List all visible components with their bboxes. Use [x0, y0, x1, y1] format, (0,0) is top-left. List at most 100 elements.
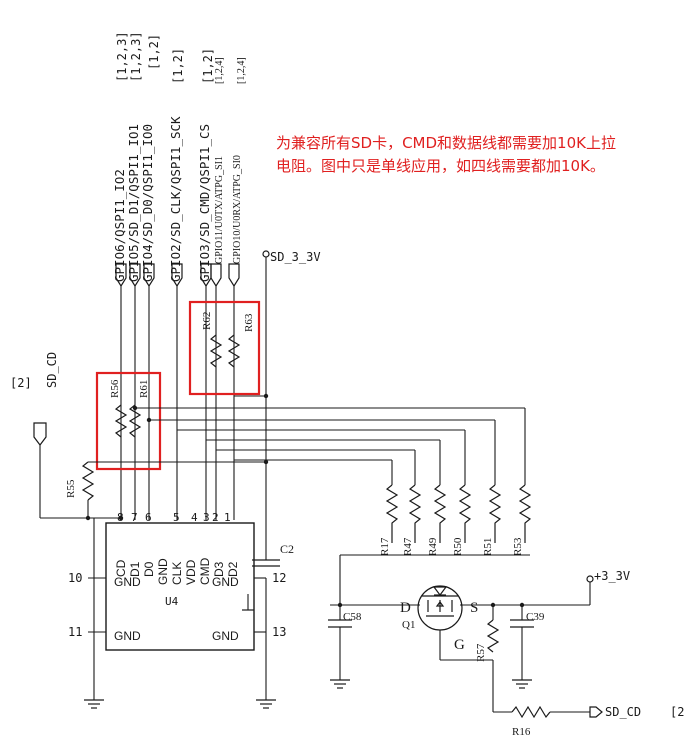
port-gpio6: [115, 263, 127, 288]
net-label-gpio5: GPIO5/SD_D1/QSPI1_IO1: [126, 124, 141, 282]
u4-pin-3: 3: [203, 511, 210, 524]
sd-cd-left-port: [33, 422, 47, 446]
c58-label: C58: [343, 611, 362, 623]
net-labels: GPIO6/QSPI1_IO2 GPIO5/SD_D1/QSPI1_IO1 GP…: [112, 31, 247, 282]
r57-label: R57: [475, 643, 487, 662]
net-label-gpio10: GPIO10/U0RX/ATPG_SI0: [232, 155, 243, 264]
resistor-r61: [128, 404, 142, 438]
c39-label: C39: [526, 611, 545, 623]
port-gpio5: [129, 263, 141, 288]
sd-cd-right-ref: [2: [670, 705, 684, 719]
pullup-resistors: [385, 484, 532, 543]
u4-pin-name-d0: D0: [142, 561, 156, 577]
r17-label: R17: [379, 537, 391, 556]
net-label-gpio6: GPIO6/QSPI1_IO2: [112, 169, 127, 282]
resistor-r56: [114, 404, 128, 438]
u4-pin-11: 11: [68, 625, 82, 639]
annotation-line-2: 电阻。图中只是单线应用，如四线需要都加10K。: [276, 157, 605, 175]
u4-pin-5: 5: [173, 511, 180, 524]
u4-gnd-11: GND: [114, 629, 141, 643]
r50-label: R50: [452, 537, 464, 556]
resistor-r49: [433, 484, 447, 543]
r56-label: R56: [109, 379, 121, 398]
u4-gnd-13: GND: [212, 629, 239, 643]
u4-pin-2: 2: [212, 511, 219, 524]
sd-cd-left-label: SD_CD: [45, 352, 59, 388]
r53-label: R53: [512, 537, 524, 556]
resistor-r57: [486, 619, 500, 653]
r61-label: R61: [138, 380, 150, 398]
u4-pin-name-d3: D3: [212, 561, 226, 577]
u4-body: [105, 522, 255, 651]
plus-3v3-terminal: [586, 575, 594, 583]
u4-gnd-12: GND: [212, 575, 239, 589]
r63-label: R63: [243, 313, 255, 332]
highlight-box-r62-r63: [188, 300, 261, 396]
resistor-r16: [511, 705, 551, 719]
sd-3v3-terminal: [262, 250, 270, 258]
u4-pin-4: 4: [191, 511, 198, 524]
u4-pin-name-clk: CLK: [170, 562, 184, 585]
u4-pin-name-cmd: CMD: [198, 557, 212, 585]
port-gpio11: [210, 263, 222, 288]
sd-3v3-label: SD_3_3V: [270, 250, 321, 264]
ref-gpio6: [1,2,3]: [115, 31, 129, 82]
u4-pin-name-gnd: GND: [156, 558, 170, 585]
resistor-r53: [518, 484, 532, 543]
plus-3v3-label: +3_3V: [594, 569, 630, 583]
port-gpio4: [143, 263, 155, 288]
port-gpio2: [171, 263, 183, 288]
u4-label: U4: [165, 595, 179, 608]
u4-pin-name-d2: D2: [226, 561, 240, 577]
resistor-r17: [385, 484, 399, 543]
net-label-gpio4: GPIO4/SD_D0/QSPI1_IO0: [140, 124, 155, 282]
r51-label: R51: [482, 538, 494, 556]
net-ports: [115, 263, 240, 288]
u4-pin-13: 13: [272, 625, 286, 639]
ref-gpio11: [1,2,4]: [214, 57, 225, 84]
port-gpio10: [228, 263, 240, 288]
u4-pin-1: 1: [224, 511, 231, 524]
u4-pin-name-d1: D1: [128, 561, 142, 577]
u4-pin-12: 12: [272, 571, 286, 585]
net-label-gpio2: GPIO2/SD_CLK/QSPI1_SCK: [168, 116, 183, 282]
resistor-r47: [408, 484, 422, 543]
r47-label: R47: [402, 537, 414, 556]
annotation-line-1: 为兼容所有SD卡，CMD和数据线都需要加10K上拉: [276, 134, 616, 152]
u4-pin-name-vdd: VDD: [184, 559, 198, 585]
net-label-gpio11: GPIO11/U0TX/ATPG_SI1: [214, 156, 225, 264]
q1-d-label: D: [400, 600, 411, 616]
ref-gpio3: [1,2]: [201, 48, 215, 84]
ref-gpio2: [1,2]: [171, 48, 185, 84]
resistor-r63: [227, 334, 241, 368]
u4-pin-10: 10: [68, 571, 82, 585]
resistor-r50: [458, 484, 472, 543]
ref-gpio4: [1,2]: [147, 34, 161, 70]
net-label-gpio3: GPIO3/SD_CMD/QSPI1_CS: [197, 124, 212, 282]
u4-pin-7: 7: [131, 511, 138, 524]
q1-s-label: S: [470, 600, 478, 616]
r62-label: R62: [201, 312, 213, 330]
q1-g-label: G: [454, 637, 465, 653]
resistor-r51: [488, 484, 502, 543]
r49-label: R49: [427, 537, 439, 556]
ref-gpio10: [1,2,4]: [236, 57, 247, 84]
r16-label: R16: [512, 726, 531, 738]
sd-cd-left-ref: [2]: [10, 376, 32, 390]
ref-gpio5: [1,2,3]: [129, 31, 143, 82]
q1-label: Q1: [402, 619, 415, 631]
u4-gnd-10: GND: [114, 575, 141, 589]
junction-dots: [85, 393, 525, 608]
sd-cd-right-port: [589, 706, 603, 718]
port-gpio3: [200, 263, 212, 288]
resistor-r62: [209, 334, 223, 368]
sd-cd-right-label: SD_CD: [605, 705, 641, 719]
u4-pin-6: 6: [145, 511, 152, 524]
resistor-r55: [81, 461, 95, 501]
highlight-box-r56-r61: [95, 371, 162, 471]
c2-label: C2: [280, 542, 294, 556]
u4-pin-name-cd: CD: [114, 559, 128, 577]
r55-label: R55: [65, 479, 77, 498]
